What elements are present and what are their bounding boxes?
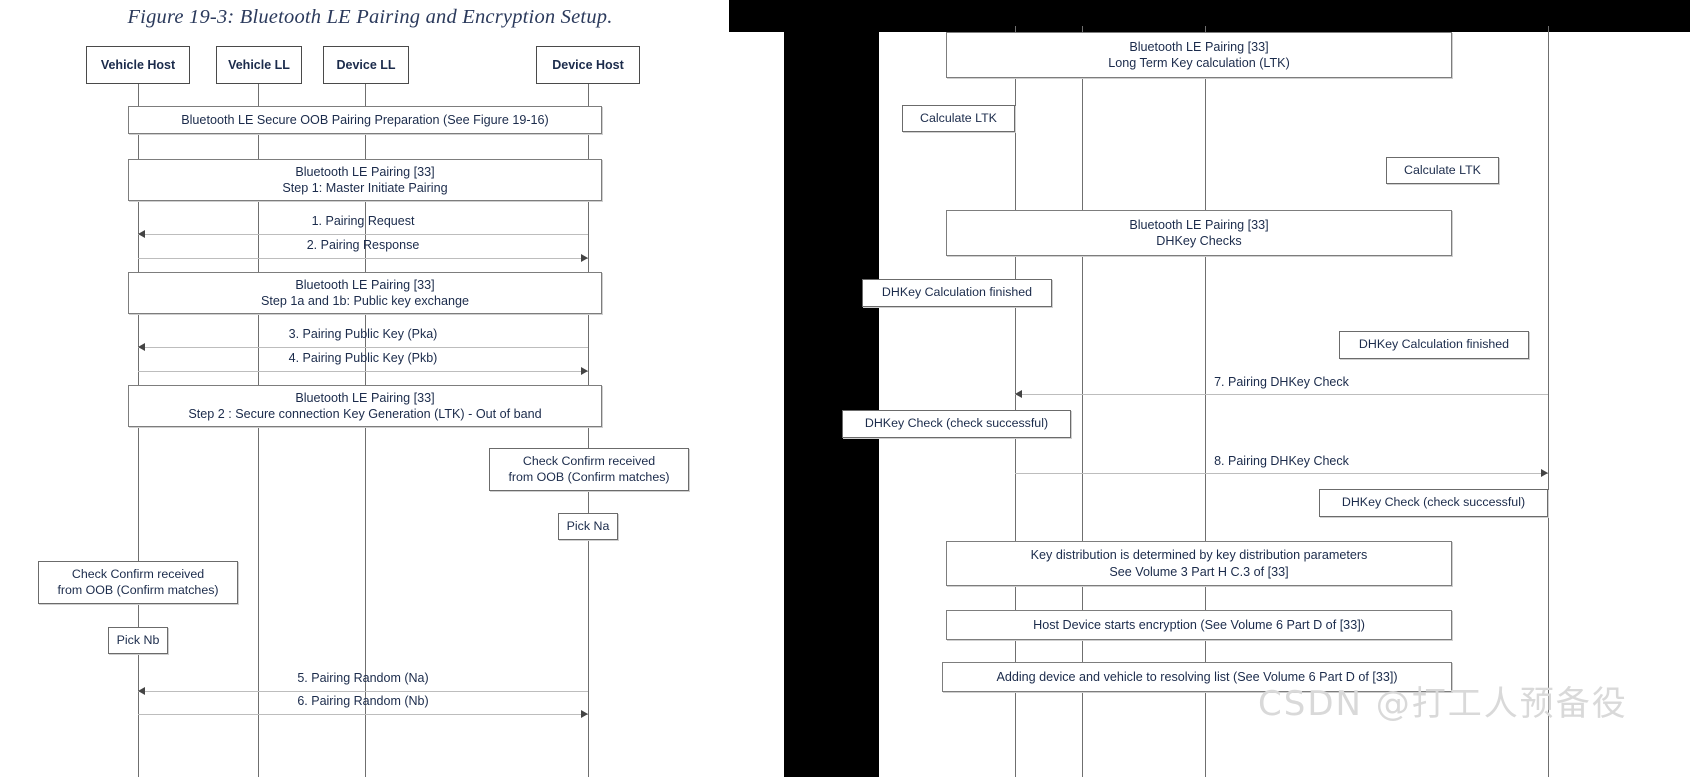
note-line1: DHKey Calculation finished	[1358, 337, 1510, 352]
note-line1: DHKey Check (check successful)	[864, 416, 1049, 431]
lifeline-device-host	[588, 84, 589, 777]
arrowhead-left-icon	[138, 343, 145, 351]
actor-label: Vehicle LL	[228, 58, 290, 72]
message-line-na	[138, 691, 588, 692]
frame-step1: Bluetooth LE Pairing [33] Step 1: Master…	[128, 159, 602, 201]
message-line-dhkey-7	[1015, 394, 1548, 395]
note-line2: from OOB (Confirm matches)	[508, 469, 670, 484]
frame-line1: Bluetooth LE Pairing [33]	[295, 164, 435, 179]
frame-line2: See Volume 3 Part H C.3 of [33]	[1109, 564, 1289, 579]
note-pick-nb: Pick Nb	[108, 627, 168, 654]
divider-band-column	[784, 0, 879, 777]
frame-start-encryption: Host Device starts encryption (See Volum…	[946, 610, 1452, 640]
actor-label: Device Host	[552, 58, 624, 72]
lifeline-device-ll	[365, 84, 366, 777]
note-calculate-ltk-device: Calculate LTK	[1386, 157, 1499, 184]
arrowhead-right-icon	[581, 710, 588, 718]
message-line-pka	[138, 347, 588, 348]
arrowhead-left-icon	[138, 687, 145, 695]
divider-band-top	[729, 0, 1690, 32]
lifeline-device-ll-cont	[1205, 26, 1206, 777]
actor-vehicle-ll[interactable]: Vehicle LL	[216, 46, 302, 84]
message-line-dhkey-8	[1015, 473, 1548, 474]
message-line-pairing-response	[138, 258, 588, 259]
note-check-confirm-vehicle: Check Confirm received from OOB (Confirm…	[38, 561, 238, 604]
note-dhkey-calc-finished-device: DHKey Calculation finished	[1339, 331, 1529, 359]
frame-line1: Key distribution is determined by key di…	[1030, 548, 1368, 563]
message-label-pairing-dhkey-check-7: 7. Pairing DHKey Check	[1214, 375, 1349, 389]
page-title: Figure 19-3: Bluetooth LE Pairing and En…	[127, 6, 613, 28]
arrowhead-right-icon	[1541, 469, 1548, 477]
frame-line2: DHKey Checks	[1156, 234, 1242, 248]
arrowhead-right-icon	[581, 367, 588, 375]
frame-resolving-list: Adding device and vehicle to resolving l…	[942, 662, 1452, 692]
frame-dhkey-checks: Bluetooth LE Pairing [33] DHKey Checks	[946, 210, 1452, 256]
message-label-pairing-public-key-pka: 3. Pairing Public Key (Pka)	[288, 327, 438, 341]
frame-step2: Bluetooth LE Pairing [33] Step 2 : Secur…	[128, 385, 602, 427]
note-dhkey-check-successful-device: DHKey Check (check successful)	[1319, 489, 1548, 517]
lifeline-vehicle-ll-cont	[1082, 26, 1083, 777]
lifeline-vehicle-host	[138, 84, 139, 777]
frame-step1a-1b: Bluetooth LE Pairing [33] Step 1a and 1b…	[128, 272, 602, 314]
message-line-pairing-request	[138, 234, 588, 235]
lifeline-vehicle-ll	[258, 84, 259, 777]
frame-line1: Host Device starts encryption (See Volum…	[1033, 617, 1365, 632]
frame-line1: Bluetooth LE Pairing [33]	[1129, 39, 1269, 54]
frame-line2: Long Term Key calculation (LTK)	[1108, 56, 1290, 70]
frame-line1: Adding device and vehicle to resolving l…	[996, 669, 1398, 684]
frame-line2: Step 1a and 1b: Public key exchange	[261, 294, 469, 308]
actor-vehicle-host[interactable]: Vehicle Host	[86, 46, 190, 84]
note-line1: Calculate LTK	[1404, 162, 1481, 177]
arrowhead-left-icon	[1015, 390, 1022, 398]
note-dhkey-check-successful-vehicle: DHKey Check (check successful)	[842, 410, 1071, 438]
frame-oob-preparation: Bluetooth LE Secure OOB Pairing Preparat…	[128, 106, 602, 134]
frame-line1: Bluetooth LE Secure OOB Pairing Preparat…	[181, 112, 549, 127]
note-line1: DHKey Calculation finished	[881, 285, 1033, 300]
note-check-confirm-device: Check Confirm received from OOB (Confirm…	[489, 448, 689, 491]
message-label-pairing-response: 2. Pairing Response	[306, 238, 420, 252]
frame-line2: Step 1: Master Initiate Pairing	[282, 181, 448, 195]
lifeline-device-host-cont	[1548, 26, 1549, 777]
frame-ltk-calculation: Bluetooth LE Pairing [33] Long Term Key …	[946, 32, 1452, 78]
frame-line1: Bluetooth LE Pairing [33]	[295, 277, 435, 292]
note-line2: from OOB (Confirm matches)	[57, 582, 219, 597]
message-label-pairing-random-na: 5. Pairing Random (Na)	[297, 671, 429, 685]
frame-key-distribution: Key distribution is determined by key di…	[946, 541, 1452, 586]
note-line1: DHKey Check (check successful)	[1341, 495, 1526, 510]
lifeline-vehicle-host-cont	[1015, 26, 1016, 777]
arrowhead-left-icon	[138, 230, 145, 238]
note-calculate-ltk-vehicle: Calculate LTK	[902, 105, 1015, 132]
actor-device-host[interactable]: Device Host	[536, 46, 640, 84]
message-label-pairing-random-nb: 6. Pairing Random (Nb)	[297, 694, 429, 708]
actor-device-ll[interactable]: Device LL	[323, 46, 409, 84]
frame-line2: Step 2 : Secure connection Key Generatio…	[188, 407, 542, 421]
frame-line1: Bluetooth LE Pairing [33]	[1129, 217, 1269, 232]
message-label-pairing-request: 1. Pairing Request	[311, 214, 415, 228]
message-label-pairing-dhkey-check-8: 8. Pairing DHKey Check	[1214, 454, 1349, 468]
note-line1: Check Confirm received	[522, 454, 656, 468]
note-line1: Pick Nb	[116, 632, 160, 647]
arrowhead-right-icon	[581, 254, 588, 262]
note-line1: Pick Na	[566, 518, 610, 533]
note-line1: Calculate LTK	[920, 110, 997, 125]
actor-label: Device LL	[336, 58, 396, 72]
message-label-pairing-public-key-pkb: 4. Pairing Public Key (Pkb)	[288, 351, 438, 365]
actor-label: Vehicle Host	[100, 58, 176, 72]
frame-line1: Bluetooth LE Pairing [33]	[295, 390, 435, 405]
note-pick-na: Pick Na	[558, 513, 618, 540]
message-line-pkb	[138, 371, 588, 372]
message-line-nb	[138, 714, 588, 715]
note-dhkey-calc-finished-vehicle: DHKey Calculation finished	[862, 279, 1052, 307]
note-line1: Check Confirm received	[71, 567, 205, 581]
